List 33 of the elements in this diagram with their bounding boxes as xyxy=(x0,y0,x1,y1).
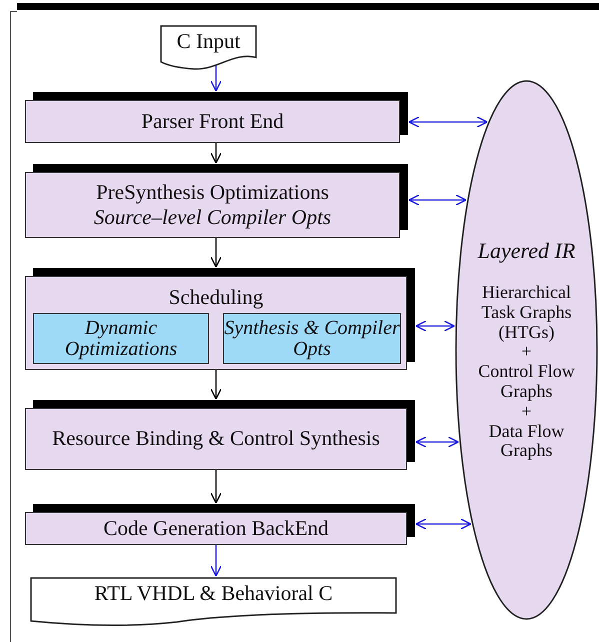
ellipse-text: Data Flow Graphs xyxy=(488,422,566,462)
node-label: Scheduling xyxy=(168,285,264,310)
ellipse-text: + xyxy=(521,342,532,362)
node-label: Resource Binding & Control Synthesis xyxy=(52,426,380,452)
arrow xyxy=(210,63,222,92)
node-label: Dynamic Optimizations xyxy=(64,318,178,360)
node-label: Source–level Compiler Opts xyxy=(94,205,332,230)
node-label: RTL VHDL & Behavioral C xyxy=(94,581,333,606)
arrow xyxy=(415,518,472,530)
arrow xyxy=(408,194,467,206)
process-box xyxy=(25,276,407,370)
process-box xyxy=(25,512,407,545)
ellipse-text: Hierarchical Task Graphs (HTGs) xyxy=(480,283,573,342)
arrow xyxy=(210,238,222,268)
node-label: PreSynthesis Optimizations xyxy=(96,180,329,205)
arrow xyxy=(415,436,459,448)
ellipse-text: + xyxy=(521,402,532,422)
arrow xyxy=(210,545,222,577)
arrow xyxy=(210,143,222,164)
arrow xyxy=(408,116,488,128)
ellipse-text: Control Flow Graphs xyxy=(477,362,576,402)
sub-process-box xyxy=(33,313,209,364)
node-label: C Input xyxy=(176,29,240,54)
ellipse-title: Layered IR xyxy=(478,238,576,263)
process-box xyxy=(25,100,400,143)
arrow xyxy=(210,470,222,504)
process-box xyxy=(25,408,407,470)
node-label: Synthesis & Compiler Opts xyxy=(224,318,400,360)
arrow xyxy=(210,370,222,400)
process-box xyxy=(25,172,400,238)
node-label: Code Generation BackEnd xyxy=(103,516,329,542)
node-label: Parser Front End xyxy=(141,108,284,134)
arrow xyxy=(415,320,455,332)
